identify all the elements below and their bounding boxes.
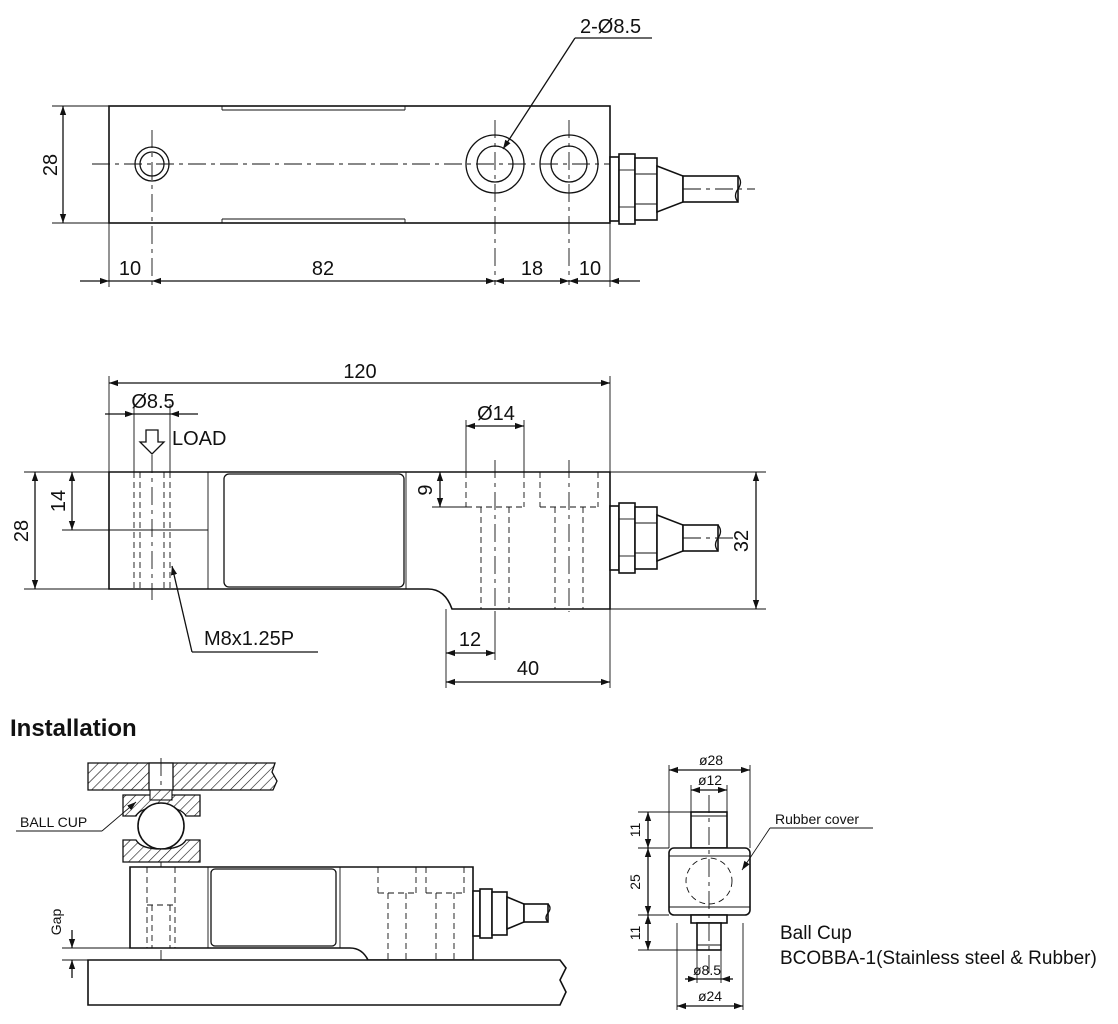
load-hole-side bbox=[133, 455, 171, 600]
top-dim-left: 10 bbox=[119, 258, 141, 280]
detail-dim-body-height: 25 bbox=[627, 874, 643, 890]
side-dim-counterbore: Ø14 bbox=[477, 403, 515, 425]
top-dim-right: 10 bbox=[579, 258, 601, 280]
side-dim-step: 12 bbox=[459, 629, 481, 651]
top-dim-span: 82 bbox=[312, 258, 334, 280]
ball-cup-lower bbox=[122, 839, 201, 863]
mount-hole-1 bbox=[465, 134, 525, 194]
ball-cup-caption-title: Ball Cup bbox=[780, 923, 852, 944]
strain-gauge-recess bbox=[223, 473, 405, 588]
top-view: 2-Ø8.5 28 10 82 18 10 bbox=[40, 16, 755, 287]
upper-plate bbox=[87, 762, 278, 791]
side-view-body bbox=[108, 471, 611, 610]
side-dim-length: 120 bbox=[343, 361, 376, 383]
callout-holes: 2-Ø8.5 bbox=[580, 16, 641, 38]
load-label: LOAD bbox=[172, 428, 226, 450]
cable-gland-side bbox=[609, 502, 735, 574]
side-dim-height: 28 bbox=[11, 520, 33, 542]
rubber-cover-label: Rubber cover bbox=[775, 811, 859, 827]
installation-heading: Installation bbox=[10, 715, 137, 742]
load-arrow-icon bbox=[138, 429, 166, 455]
gap-label: Gap bbox=[48, 909, 64, 936]
side-view: 120 Ø8.5 LOAD Ø14 28 14 9 32 M8x1.25P bbox=[11, 361, 766, 688]
mount-hole-2 bbox=[539, 134, 599, 194]
mount-holes-side bbox=[465, 460, 599, 612]
side-dim-load-hole: Ø8.5 bbox=[131, 391, 174, 413]
base-plate bbox=[87, 959, 567, 1006]
top-view-body bbox=[108, 105, 611, 224]
ball bbox=[137, 802, 185, 850]
detail-dim-stud-top: ø12 bbox=[698, 772, 722, 788]
top-dim-height: 28 bbox=[40, 154, 62, 176]
ball-cup-caption-model: BCOBBA-1(Stainless steel & Rubber) bbox=[780, 948, 1097, 969]
thread-callout: M8x1.25P bbox=[204, 628, 294, 650]
installation-view: BALL CUP bbox=[16, 758, 567, 1006]
side-dim-half-height: 14 bbox=[48, 490, 70, 512]
detail-dim-outer-top: ø28 bbox=[699, 752, 723, 768]
side-dim-counterbore-depth: 9 bbox=[415, 484, 437, 495]
detail-dim-hole: ø8.5 bbox=[693, 962, 721, 978]
ball-cup-detail: ø28 ø12 11 25 11 ø8.5 ø24 Rubber cover B… bbox=[627, 752, 1097, 1010]
cable-gland-installed bbox=[472, 888, 551, 939]
detail-dim-base: ø24 bbox=[698, 988, 722, 1004]
ball-cup-label: BALL CUP bbox=[20, 814, 87, 830]
side-dim-mount-length: 40 bbox=[517, 658, 539, 680]
detail-dim-top-stud: 11 bbox=[627, 823, 643, 838]
load-hole-top bbox=[134, 146, 170, 182]
side-dim-total-height: 32 bbox=[731, 530, 753, 552]
cable-gland-top bbox=[609, 153, 755, 225]
top-dim-pitch: 18 bbox=[521, 258, 543, 280]
detail-dim-bottom-stud: 11 bbox=[627, 926, 643, 941]
